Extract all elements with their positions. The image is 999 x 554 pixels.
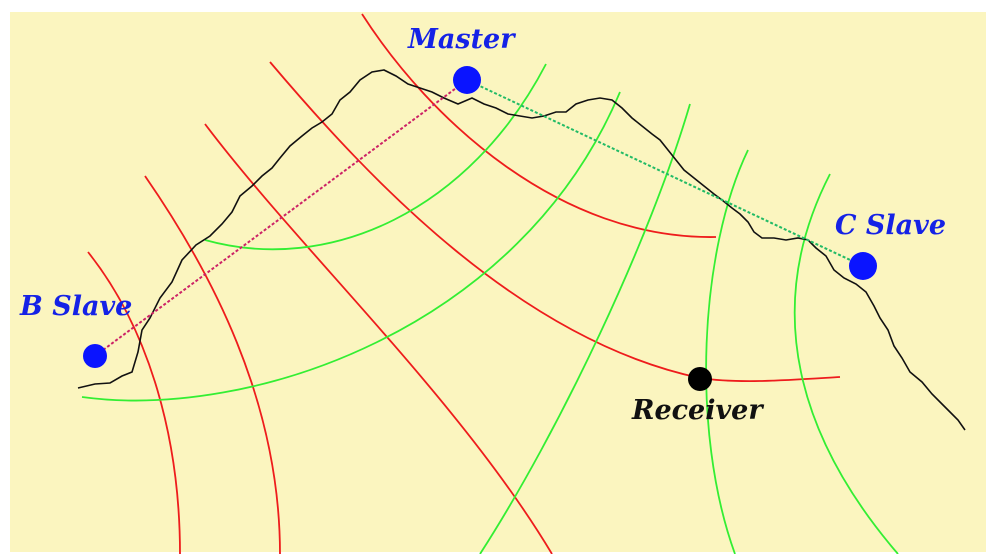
receiver-label: Receiver — [631, 395, 764, 426]
red-hyperbola-3 — [204, 123, 553, 554]
green-hyperbola-2 — [81, 91, 621, 402]
master-station-dot — [453, 66, 481, 94]
red-hyperbolas — [87, 13, 841, 554]
green-hyperbolas — [81, 63, 899, 554]
b-slave-station-dot — [83, 344, 107, 368]
c-slave-label: C Slave — [835, 210, 946, 241]
green-hyperbola-1 — [204, 63, 547, 251]
red-hyperbola-1 — [361, 13, 717, 238]
green-hyperbola-4 — [705, 149, 749, 554]
coastline — [77, 69, 966, 431]
b-slave-label: B Slave — [19, 291, 132, 322]
green-hyperbola-5 — [793, 173, 899, 554]
receiver-dot — [688, 367, 712, 391]
master-b-baseline — [94, 79, 468, 357]
master-c-baseline — [466, 79, 864, 267]
red-hyperbola-4 — [144, 175, 281, 554]
red-hyperbola-5 — [87, 251, 181, 554]
master-label: Master — [407, 24, 516, 55]
c-slave-station-dot — [849, 252, 877, 280]
red-hyperbola-2 — [269, 61, 841, 382]
green-hyperbola-3 — [479, 103, 691, 554]
